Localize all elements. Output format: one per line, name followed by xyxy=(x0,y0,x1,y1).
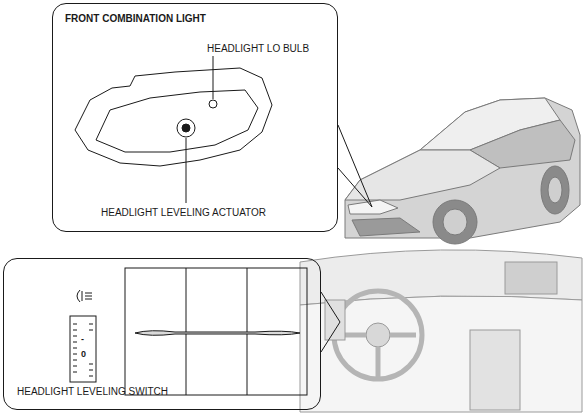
switch-mark: 0 xyxy=(81,349,86,359)
switch-mark: - xyxy=(81,334,84,344)
part-name: HEADLIGHT LEVELING ACTUATOR xyxy=(101,207,266,219)
callout-panel: HEADLIGHT LEVELING SWITCH xyxy=(3,258,321,410)
switch-drawing xyxy=(70,268,307,395)
callout-leaders xyxy=(321,125,372,352)
part-name: HEADLIGHT LO BULB xyxy=(207,43,309,55)
callout-panel: FRONT COMBINATION LIGHT HEADLIGHT LO BULB… xyxy=(52,3,338,232)
headlight-drawing xyxy=(75,56,272,203)
part-name: HEADLIGHT LEVELING SWITCH xyxy=(17,386,168,398)
dashboard-drawing xyxy=(300,250,582,412)
car-drawing xyxy=(345,98,580,244)
panel-heading: FRONT COMBINATION LIGHT xyxy=(65,13,206,25)
